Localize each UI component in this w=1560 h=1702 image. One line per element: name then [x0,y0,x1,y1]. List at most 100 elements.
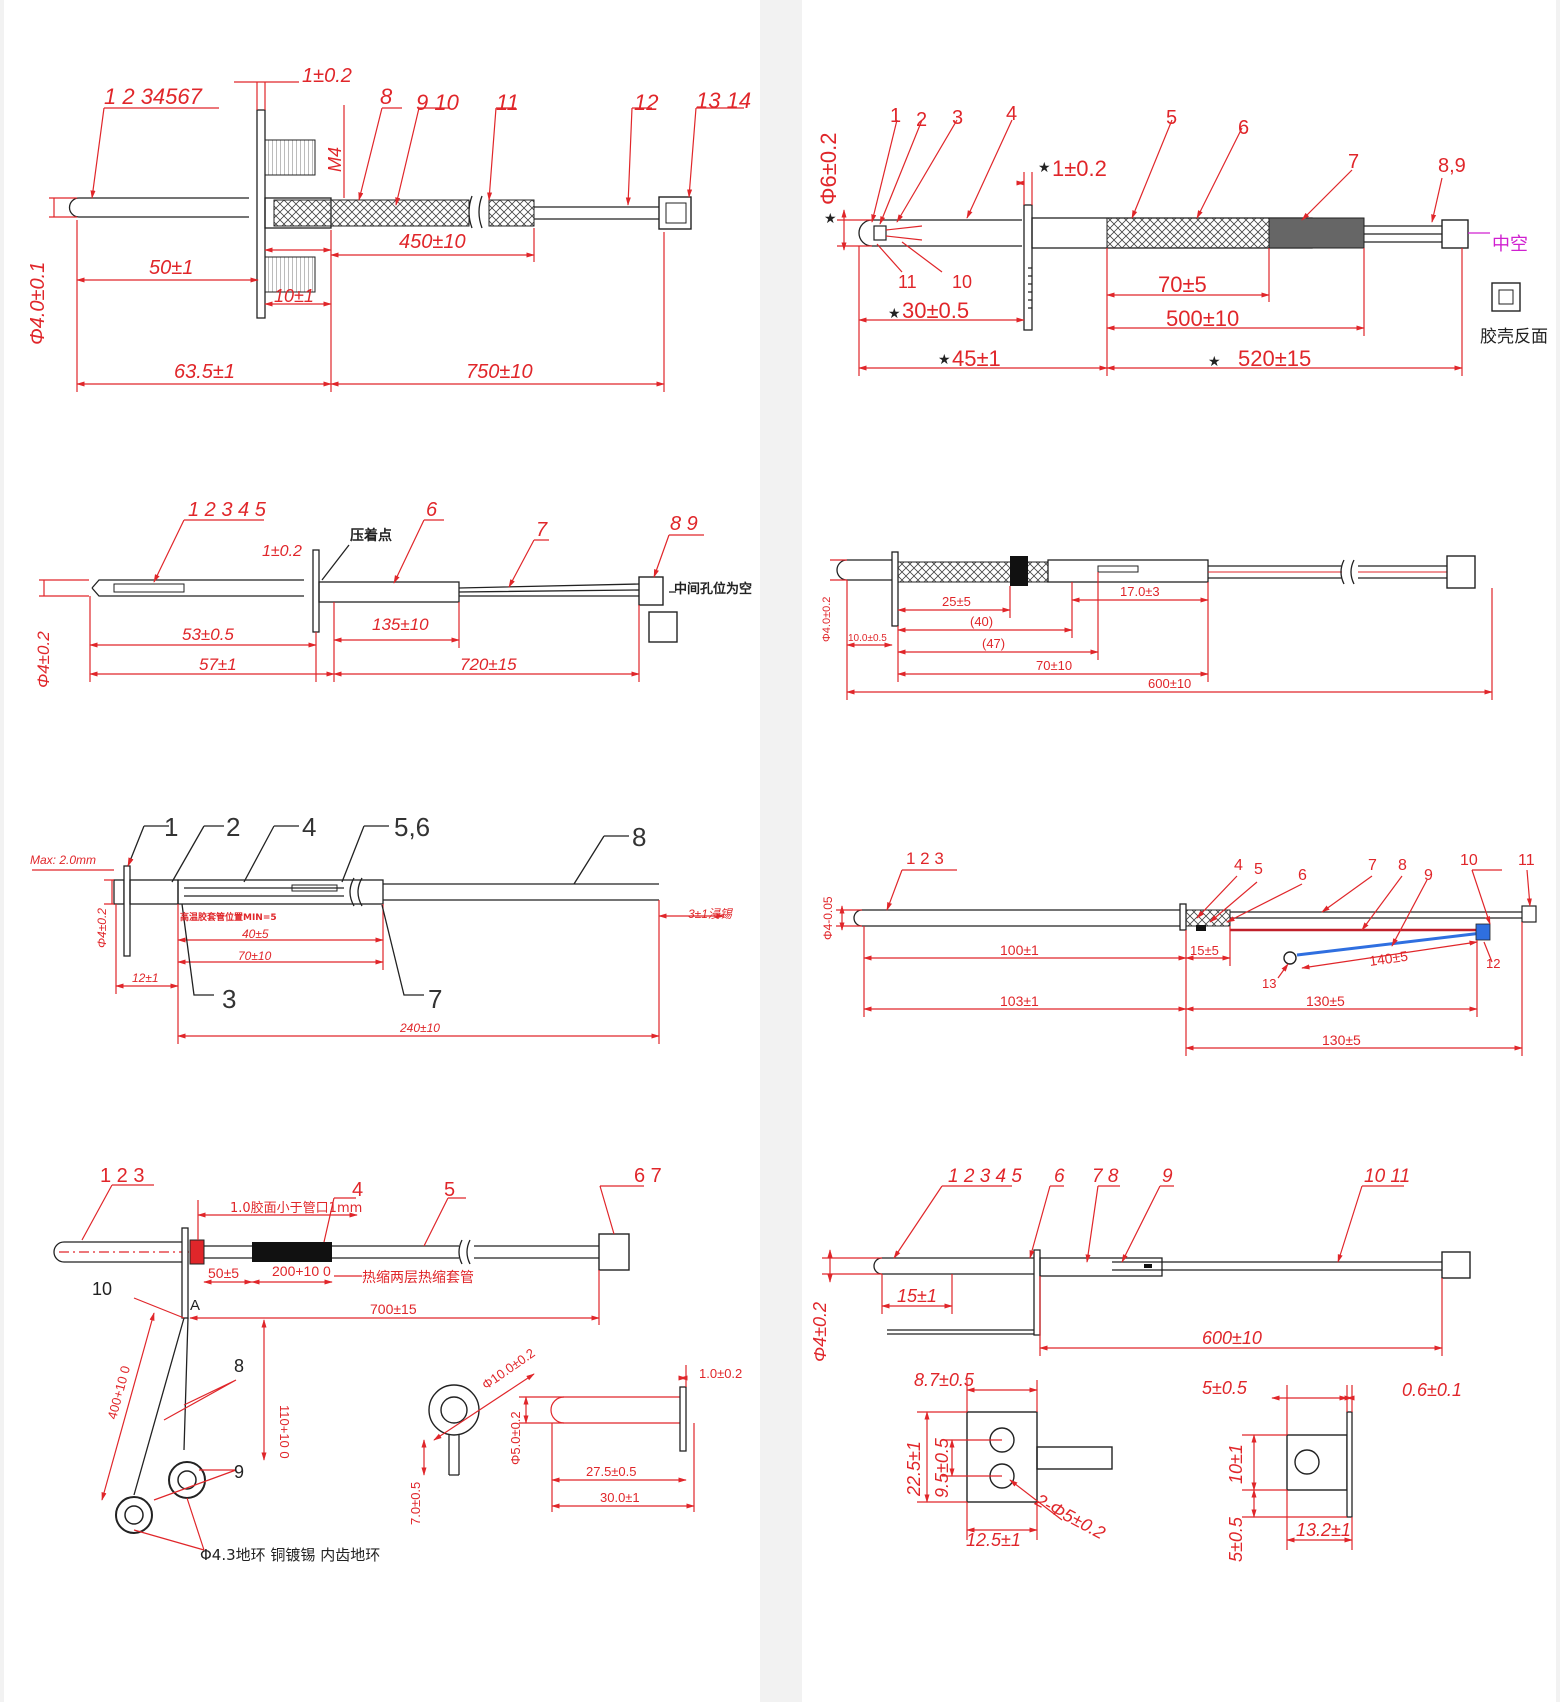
ferrule [189,1239,205,1265]
dim-text: 8.7±0.5 [914,1370,975,1390]
part-label: 10 [1460,852,1478,869]
flange-plate [312,549,320,633]
probe-tube [853,909,1180,927]
leader [381,904,424,996]
dim-text: Φ4±0.2 [34,631,53,688]
lead-wires [1364,225,1442,243]
blue-terminal [1475,923,1491,941]
dim-text: 700±15 [370,1301,417,1317]
tick-marks [1028,267,1032,309]
dim-text: 130±5 [1322,1032,1361,1048]
dim-text: 1±0.2 [302,65,352,87]
dim-text: (40) [970,614,993,629]
dim-text: 1±0.2 [262,543,302,560]
part-label: 11 [1518,852,1535,869]
flange-plate [256,109,266,319]
dim-text: 1.0±0.2 [699,1366,742,1381]
dim-text: 15±1 [897,1286,937,1306]
dim-text: Φ4±0.2 [810,1302,830,1362]
lead-wires [458,583,640,597]
left-panel: 1 2 34567 8 9 10 11 12 13 14 1±0.2 M4 45… [4,0,760,1702]
part-label: 7 [536,519,548,541]
break-mark [349,877,363,907]
braided-sleeve [273,199,470,227]
bracket [181,1227,189,1319]
part-label: 6 [1298,867,1307,884]
part-label: 4 [302,812,316,842]
dim-ext [837,172,1463,376]
dim-text: Max: 2.0mm [30,853,96,867]
part-label: 3 [222,984,236,1014]
dim-text: 40±5 [242,927,269,941]
leader [1361,875,1403,931]
note-text: Φ4.3地环 铜镀锡 内齿地环 [200,1546,380,1564]
thread-lower [264,256,316,293]
probe-tube [873,1257,1034,1275]
dim-line [32,869,114,905]
dim-text: 57±1 [199,655,237,674]
flange-plate [1179,903,1187,931]
washer [123,865,131,957]
leader [1087,1185,1120,1262]
ground-ring-inner [124,1505,144,1525]
leader [1526,869,1532,907]
inner-splice [291,884,338,892]
probe-tube [53,1241,182,1263]
dim-text: 7.0±0.5 [408,1482,423,1525]
dim-text: 100±1 [1000,942,1039,958]
leader [896,119,958,223]
connector [638,576,664,606]
left-drawings: 1 2 34567 8 9 10 11 12 13 14 1±0.2 M4 45… [27,65,752,1564]
leader [1338,1185,1404,1262]
dim-text: 103±1 [1000,993,1039,1009]
sleeve [318,581,460,603]
heatshrink [252,1242,332,1262]
bracket-view-2 [1286,1434,1348,1491]
dim-text: 1±0.2 [1052,156,1107,181]
part-label: 1 [890,105,901,127]
tube-side-view [550,1396,684,1424]
inner-splice [1097,565,1139,573]
inner-wires [184,887,344,897]
dim-text: 50±1 [149,257,193,279]
dim-text: 70±5 [1158,272,1207,297]
leader [876,241,943,273]
dim-text: Φ5.0±0.2 [508,1411,523,1465]
leader [573,835,629,885]
dim-line [101,1312,155,1501]
part-label: 10 [952,272,972,292]
dim-text: 110+10 0 [277,1405,292,1459]
leader [92,107,219,198]
dim-text: 9.5±0.5 [932,1437,952,1498]
note-text: 中间孔位为空 [674,581,752,597]
leader [396,107,449,205]
dim-text: 30.0±1 [600,1490,640,1505]
note-text: 胶壳反面 [1480,327,1548,347]
end-view-inner [440,1396,468,1424]
right-panel: 1 2 3 4 5 6 7 8,9 11 10 Φ6±0.2 1±0.2 70±… [802,0,1556,1702]
dim-text: 12.5±1 [966,1530,1021,1550]
dim-text: 130±5 [1306,993,1345,1009]
braided-sleeve-2 [488,199,535,227]
dim-ext [76,81,665,392]
drawing-flange-probe: 1 2 34567 8 9 10 11 12 13 14 1±0.2 M4 45… [27,65,751,392]
dim-text: 15±5 [1190,943,1219,958]
part-label: 7 [1348,151,1359,173]
dim-text: 200+10 0 [272,1263,331,1279]
bracket-side [1346,1411,1353,1518]
leader [966,119,1013,219]
part-label: 9 [1424,867,1433,884]
leader [1301,169,1353,221]
dim-text: 140±5 [1368,948,1409,969]
star-icon: ★ [1208,353,1221,369]
inner-element [873,225,887,241]
dark-sleeve [1268,217,1365,249]
connector [1446,555,1476,589]
dim-text: 17.0±3 [1120,584,1160,599]
leader [1122,1185,1174,1262]
dim-text: 27.5±0.5 [586,1464,637,1479]
connector-back-view [1491,282,1521,312]
dim-text: Φ4.0±0.1 [27,262,49,345]
dim-ext [115,900,660,1044]
dim-line [1009,1479,1063,1521]
